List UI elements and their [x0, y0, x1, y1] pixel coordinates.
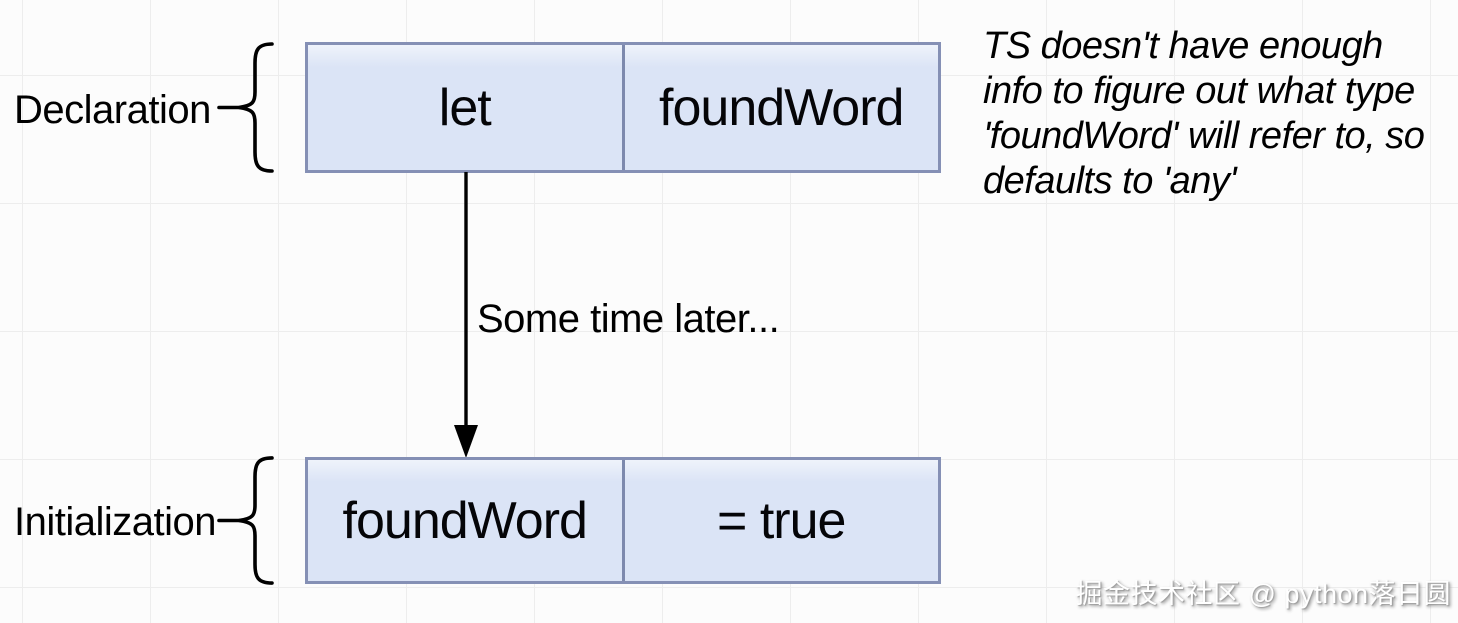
- transition-label: Some time later...: [477, 297, 780, 341]
- initialization-assignment-cell: = true: [621, 460, 938, 581]
- down-arrow: [454, 172, 478, 458]
- declaration-label: Declaration: [14, 88, 211, 132]
- declaration-box: let foundWord: [305, 42, 941, 173]
- community-watermark: 掘金技术社区 @ python落日圆: [1075, 579, 1451, 609]
- initialization-label: Initialization: [14, 500, 217, 544]
- note-line-1: TS doesn't have enough: [983, 25, 1383, 67]
- note-line-2: info to figure out what type: [983, 70, 1415, 112]
- note-line-3: 'foundWord' will refer to, so: [983, 115, 1425, 157]
- initialization-identifier-cell: foundWord: [308, 460, 622, 581]
- initialization-box: foundWord = true: [305, 457, 941, 584]
- declaration-brace: [217, 42, 274, 173]
- declaration-identifier-cell: foundWord: [621, 45, 938, 170]
- note-line-4: defaults to 'any': [983, 160, 1237, 202]
- declaration-keyword-cell: let: [308, 45, 622, 170]
- type-inference-note: TS doesn't have enough info to figure ou…: [983, 24, 1425, 204]
- initialization-brace: [217, 456, 274, 585]
